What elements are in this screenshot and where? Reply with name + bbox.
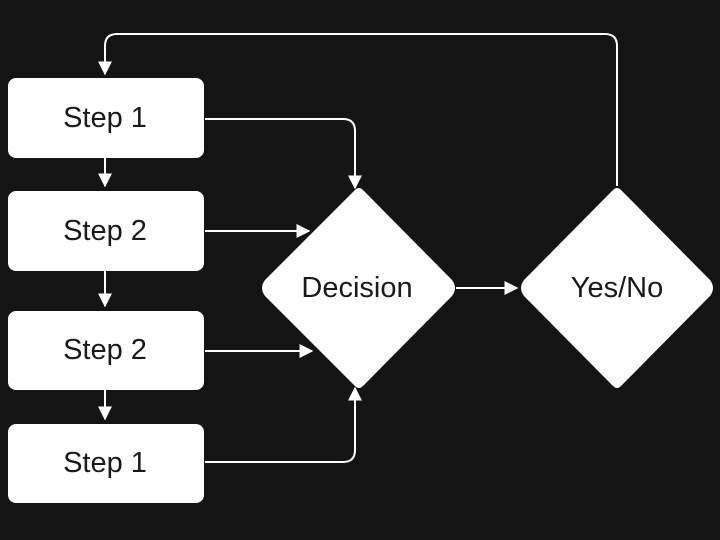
decision-label: Decision — [301, 272, 412, 304]
arrow-step-a-to-decision — [205, 118, 362, 190]
step-label: Step 2 — [63, 215, 147, 247]
step-node[interactable]: Step 2 — [8, 191, 204, 271]
yes-no-node[interactable]: Yes/No — [521, 188, 713, 388]
decision-node[interactable]: Decision — [262, 188, 455, 388]
yes-no-label: Yes/No — [571, 272, 663, 304]
loop-back-arrow — [98, 33, 618, 186]
step-node[interactable]: Step 2 — [8, 311, 204, 390]
step-label: Step 1 — [63, 102, 147, 134]
step-label: Step 1 — [63, 447, 147, 479]
step-node[interactable]: Step 1 — [8, 424, 204, 503]
step-node[interactable]: Step 1 — [8, 78, 204, 158]
step-label: Step 2 — [63, 334, 147, 366]
arrow-step-d-to-decision — [205, 386, 362, 463]
